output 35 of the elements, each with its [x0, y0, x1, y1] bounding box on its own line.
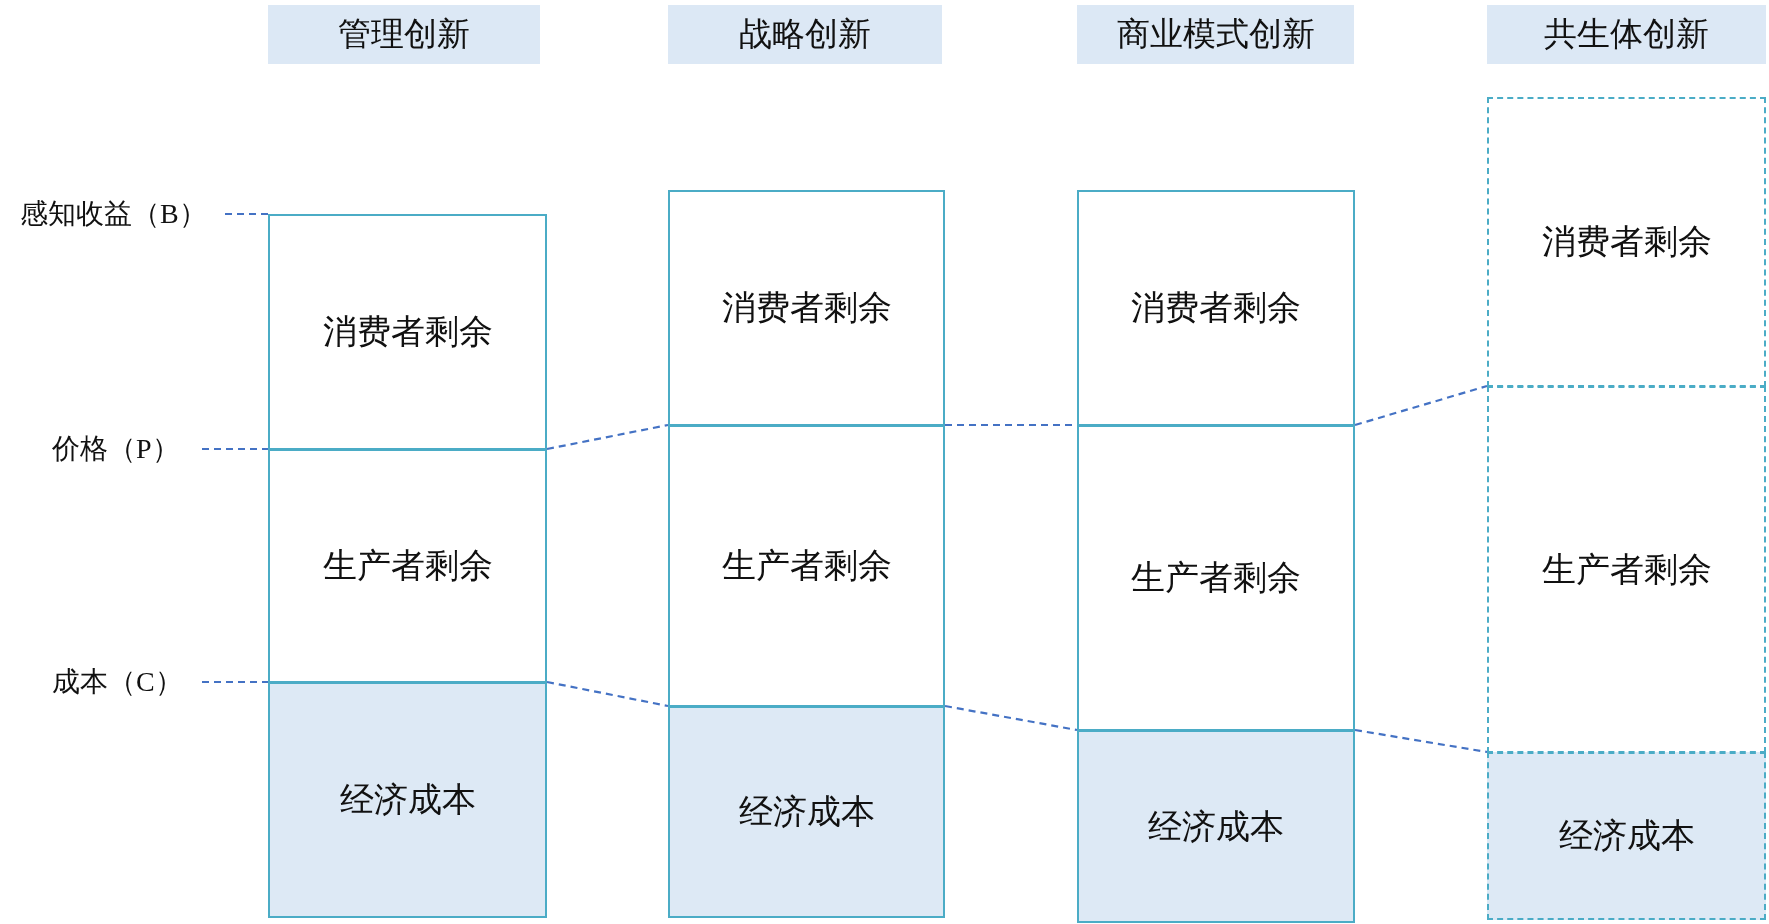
dashed-connector	[546, 680, 669, 708]
cost-segment	[268, 682, 547, 918]
segment-label: 经济成本	[1558, 816, 1695, 856]
segment-label: 消费者剩余	[1541, 222, 1712, 262]
consumer-surplus-segment	[1077, 190, 1355, 426]
column-header: 管理创新	[268, 5, 540, 64]
segment-label: 经济成本	[339, 780, 476, 820]
dashed-connector	[202, 447, 268, 451]
cost-segment	[1077, 730, 1355, 923]
column-header: 商业模式创新	[1077, 5, 1354, 64]
segment-label: 生产者剩余	[1131, 558, 1301, 598]
cost-segment	[668, 706, 945, 918]
column-header: 共生体创新	[1487, 5, 1766, 64]
level-label: 感知收益（B）	[20, 196, 225, 232]
segment-label: 消费者剩余	[322, 312, 493, 352]
dashed-connector	[202, 680, 268, 684]
consumer-surplus-segment	[268, 214, 547, 450]
dashed-connector	[546, 423, 669, 451]
dashed-connector	[1354, 728, 1488, 754]
dashed-connector	[1354, 384, 1488, 427]
segment-label: 经济成本	[1148, 806, 1284, 847]
consumer-surplus-segment	[668, 190, 945, 426]
cost-segment	[1487, 752, 1766, 920]
dashed-connector	[944, 704, 1078, 732]
segment-label: 生产者剩余	[1541, 549, 1712, 590]
segment-label: 消费者剩余	[1131, 288, 1301, 328]
consumer-surplus-segment	[1487, 97, 1766, 387]
segment-label: 生产者剩余	[322, 546, 493, 586]
level-label: 成本（C）	[52, 664, 202, 700]
dashed-connector	[225, 212, 268, 216]
segment-label: 消费者剩余	[721, 288, 892, 328]
segment-label: 生产者剩余	[721, 546, 892, 586]
level-label: 价格（P）	[52, 431, 202, 467]
column-header: 战略创新	[668, 5, 942, 64]
segment-label: 经济成本	[738, 792, 875, 832]
